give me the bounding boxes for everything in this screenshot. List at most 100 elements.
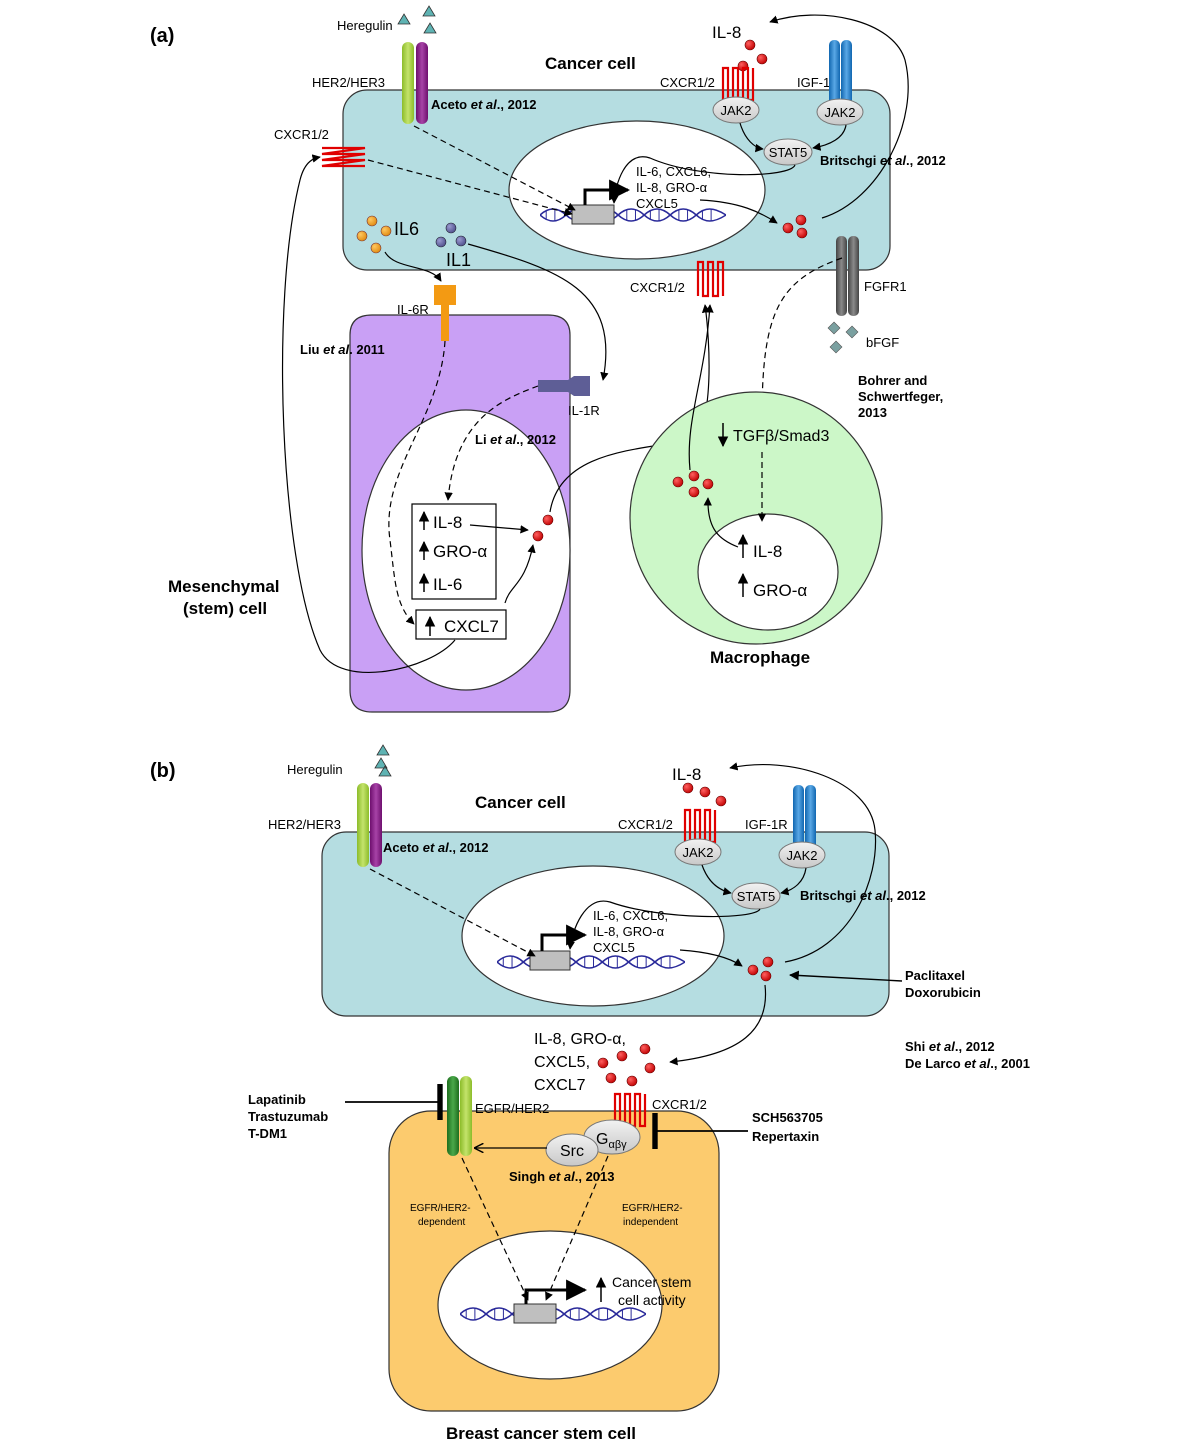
heregulin-ligand-icon — [397, 5, 437, 34]
stat5-nucleus-arrow-icon — [610, 156, 796, 204]
fgfr1-label: FGFR1 — [864, 279, 907, 294]
src-oval — [545, 1133, 599, 1167]
aceto-citation-b: Aceto et al., 2012 — [383, 840, 489, 855]
stat5-oval-b — [731, 882, 781, 910]
bcsc-label: Breast cancer stem cell — [446, 1424, 636, 1443]
stat5-oval — [763, 138, 813, 166]
mac-gro-label: GRO-α — [753, 581, 807, 600]
her2-receptor-icon — [357, 783, 369, 867]
chemokine-icon — [747, 964, 759, 976]
igf1r-receptor-icon — [841, 40, 852, 110]
cxcr12-b-label: CXCR1/2 — [652, 1097, 707, 1112]
jak2-left-oval-b — [674, 838, 722, 866]
il8-secretion-arrow-icon — [469, 524, 529, 534]
liu-citation: Liu et al. 2011 — [300, 342, 385, 357]
nucleus-genes-line-1: IL-6, CXCL6, — [636, 164, 711, 179]
chemokine-icon — [597, 1057, 609, 1069]
il6-ligand-icon — [380, 225, 392, 237]
chemokine-icon — [795, 214, 807, 226]
li-citation: Li et al., 2012 — [475, 432, 556, 447]
singh-citation: Singh et al., 2013 — [509, 1169, 615, 1184]
cxcr12-mid-receptor-icon — [696, 260, 725, 298]
paclitaxel-label: Paclitaxel — [905, 968, 965, 983]
jak2-left-label-b: JAK2 — [682, 845, 713, 860]
csc-activity-2: cell activity — [618, 1292, 686, 1308]
il1-ligand-icon — [445, 222, 457, 234]
bohrer-citation-1: Bohrer and — [858, 373, 927, 388]
secretion-arrow-icon — [699, 199, 778, 224]
cancer-cell-title-b: Cancer cell — [475, 793, 566, 812]
tgf-label: TGFβ/Smad3 — [733, 428, 829, 445]
britschgi-citation: Britschgi et al., 2012 — [820, 153, 946, 168]
il6-secretion-arrow-icon — [504, 544, 536, 604]
msc-il6-label: IL-6 — [433, 575, 462, 594]
il8-top-label: IL-8 — [712, 23, 741, 42]
chemokine-icon — [760, 970, 772, 982]
chemokines-label-1: IL-8, GRO-α, — [534, 1031, 626, 1048]
cxcl7-to-cxcr-loop-arrow-icon — [281, 154, 456, 673]
mac-to-cancer-arrow-icon — [688, 304, 714, 471]
nucleus-genes-b-3: CXCL5 — [593, 940, 635, 955]
chemokine-icon — [688, 486, 700, 498]
il6r-label: IL-6R — [397, 302, 429, 317]
mesenchymal-label-2: (stem) cell — [183, 599, 267, 618]
stat5-label: STAT5 — [769, 145, 808, 160]
panel-a-label: (a) — [150, 25, 174, 47]
jak2-right-oval — [816, 98, 864, 126]
egfr-dependent-dashed-arrow-icon — [461, 1157, 529, 1301]
il8-chemokine-icon — [682, 782, 694, 794]
nucleus-genes-line-3: CXCL5 — [636, 196, 678, 211]
secretion-arrow-icon — [679, 949, 743, 967]
il1-ligand-icon — [455, 235, 467, 247]
il6r-signal-dashed-arrow-icon — [388, 340, 446, 625]
mac-il8-secretion-arrow-icon — [703, 497, 739, 548]
heregulin-label-b: Heregulin — [287, 762, 343, 777]
il8-autocrine-loop-arrow-icon — [769, 14, 909, 219]
fgfr1-receptor-icon — [848, 236, 859, 316]
chemokine-icon — [644, 1062, 656, 1074]
egfr-independent-dashed-arrow-icon — [545, 1155, 609, 1301]
jak2-right-label: JAK2 — [824, 105, 855, 120]
il8-to-csc-arrow-icon — [669, 984, 767, 1066]
cxcr12-mid-label: CXCR1/2 — [630, 280, 685, 295]
chemokine-icon — [532, 530, 544, 542]
cxcr12-receptor-icon — [721, 66, 755, 102]
chemokine-icon — [782, 222, 794, 234]
il6-label: IL6 — [394, 219, 419, 239]
chemokine-icon — [616, 1050, 628, 1062]
bfgf-label: bFGF — [866, 335, 899, 350]
igf1r-receptor-icon — [793, 785, 804, 855]
stat5-nucleus-arrow-icon — [566, 900, 761, 950]
chemokines-label-2: CXCL5, — [534, 1054, 590, 1071]
csc-activity-1: Cancer stem — [612, 1274, 691, 1290]
panel-a: (a) Cancer cell IL-6, CXCL6, IL-8, GRO-α… — [150, 5, 946, 713]
cxcr12-top-label: CXCR1/2 — [660, 75, 715, 90]
tdm1-label: T-DM1 — [248, 1126, 287, 1141]
igf1r-receptor-icon — [805, 785, 816, 855]
transcription-arrow-icon — [583, 179, 631, 205]
il1-ligand-icon — [435, 236, 447, 248]
igf1r-label-b: IGF-1R — [745, 817, 788, 832]
chemo-drug-arrow-icon — [789, 970, 903, 982]
aceto-citation: Aceto et al., 2012 — [431, 97, 537, 112]
msc-gro-label: GRO-α — [433, 542, 487, 561]
doxorubicin-label: Doxorubicin — [905, 985, 981, 1000]
msc-il8-label: IL-8 — [433, 513, 462, 532]
chemokine-icon — [702, 478, 714, 490]
chemokine-icon — [626, 1075, 638, 1087]
il8-chemokine-icon — [744, 39, 756, 51]
gene-promoter-box — [571, 204, 615, 225]
trastuzumab-label: Trastuzumab — [248, 1109, 328, 1124]
her2-receptor-icon — [402, 42, 414, 124]
jak2-right-label-b: JAK2 — [786, 848, 817, 863]
chemokine-icon — [605, 1072, 617, 1084]
dependent-label-1: EGFR/HER2- — [410, 1203, 471, 1214]
chemokine-icon — [672, 476, 684, 488]
chemokine-icon — [688, 470, 700, 482]
jak2-stat5-arrow-icon — [739, 122, 764, 153]
cxcr-signal-dashed-arrow-icon — [367, 159, 573, 217]
her2-receptor-icon — [460, 1076, 472, 1156]
il8-chemokine-icon — [715, 795, 727, 807]
chemokines-label-3: CXCL7 — [534, 1077, 586, 1094]
